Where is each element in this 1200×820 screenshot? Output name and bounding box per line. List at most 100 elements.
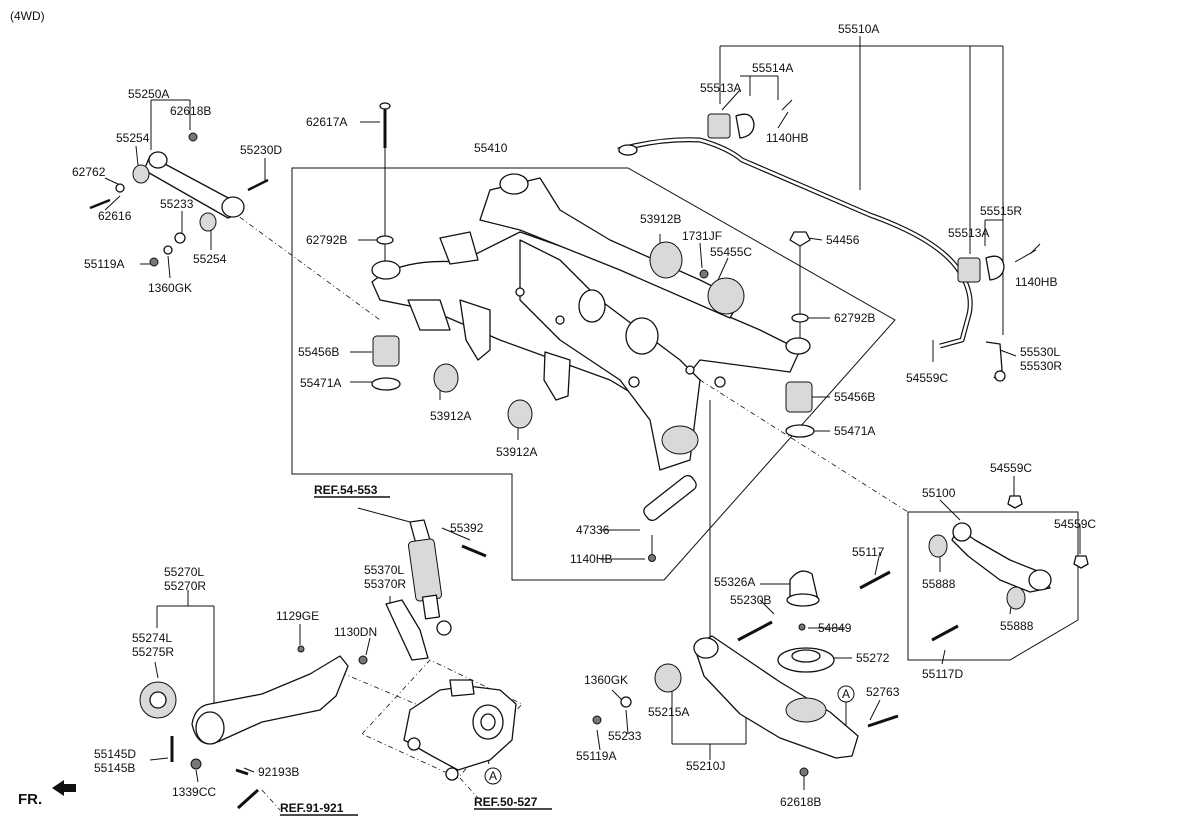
bushing-53912B — [649, 241, 683, 279]
label-54559C-right: 54559C — [906, 371, 948, 385]
bar-bracket-right — [985, 255, 1005, 281]
label-55215A: 55215A — [648, 705, 689, 719]
label-55326A: 55326A — [714, 575, 755, 589]
ref-50-527[interactable]: REF.50-527 — [474, 795, 538, 809]
ref-54-553[interactable]: REF.54-553 — [314, 483, 378, 497]
label-55514A: 55514A — [752, 61, 793, 75]
bushing-53912A-left — [433, 363, 459, 393]
label-55456B-left: 55456B — [298, 345, 339, 359]
lower-control-arm — [693, 635, 859, 759]
label-55230B: 55230B — [730, 593, 771, 607]
bar-bushing-right — [957, 257, 981, 283]
label-55456B-right: 55456B — [834, 390, 875, 404]
label-55275R: 55275R — [132, 645, 174, 659]
label-55513A-top: 55513A — [700, 81, 741, 95]
label-55254-mid: 55254 — [193, 252, 227, 266]
label-1140HB-bot: 1140HB — [570, 552, 612, 566]
label-55530L: 55530L — [1020, 345, 1060, 359]
bar-bushing-left — [707, 113, 731, 139]
knuckle — [403, 679, 517, 781]
shock-absorber — [407, 519, 452, 636]
label-92193B: 92193B — [258, 765, 299, 779]
lower-arm-group-outline — [907, 511, 1079, 661]
label-55515R: 55515R — [980, 204, 1022, 218]
label-1360GK-left: 1360GK — [148, 281, 192, 295]
label-47336: 47336 — [576, 523, 610, 537]
label-62792B-right: 62792B — [834, 311, 875, 325]
label-1140HB-right: 1140HB — [1015, 275, 1057, 289]
bushing-55455C — [707, 277, 745, 315]
label-55410: 55410 — [474, 141, 508, 155]
label-1129GE: 1129GE — [276, 609, 319, 623]
label-55370L: 55370L — [364, 563, 404, 577]
bar-end-eye — [618, 144, 638, 156]
label-55510A: 55510A — [838, 22, 879, 36]
label-55270R: 55270R — [164, 579, 206, 593]
bar-bracket-left — [735, 113, 755, 139]
label-62762: 62762 — [72, 165, 106, 179]
label-55230D: 55230D — [240, 143, 282, 157]
label-55100: 55100 — [922, 486, 956, 500]
label-55530R: 55530R — [1020, 359, 1062, 373]
label-53912A-left: 53912A — [430, 409, 471, 423]
bushing-55215A — [654, 663, 682, 693]
label-55117D: 55117D — [922, 667, 963, 681]
label-55119A-left: 55119A — [84, 257, 124, 271]
marker-a-knuckle — [484, 767, 502, 785]
mount-bushing-right — [785, 381, 813, 413]
label-1360GK-bot: 1360GK — [584, 673, 628, 687]
label-55210J: 55210J — [686, 759, 725, 773]
label-55270L: 55270L — [164, 565, 204, 579]
label-62792B-left: 62792B — [306, 233, 347, 247]
label-55274L: 55274L — [132, 631, 172, 645]
label-62618B-bot: 62618B — [780, 795, 821, 809]
label-52763: 52763 — [866, 685, 900, 699]
label-53912A-mid: 53912A — [496, 445, 537, 459]
leader-lines — [104, 36, 1081, 811]
label-55370R: 55370R — [364, 577, 406, 591]
label-55455C: 55455C — [710, 245, 752, 259]
label-55250A: 55250A — [128, 87, 169, 101]
label-54559C-far: 54559C — [1054, 517, 1096, 531]
ref-91-921[interactable]: REF.91-921 — [280, 801, 344, 815]
marker-a-lower-arm — [837, 685, 855, 703]
link-ball — [994, 370, 1006, 382]
front-arrow-icon — [52, 780, 76, 796]
shock-bracket — [385, 599, 429, 661]
label-55888-top: 55888 — [922, 577, 956, 591]
label-55513A-right: 55513A — [948, 226, 989, 240]
marker-a-lower-arm-text: A — [842, 687, 850, 701]
label-62617A: 62617A — [306, 115, 347, 129]
label-55471A-right: 55471A — [834, 424, 875, 438]
label-55233-bot: 55233 — [608, 729, 642, 743]
label-55119A-bot: 55119A — [576, 749, 616, 763]
mount-bushing-left — [372, 335, 400, 367]
label-54559C-mid: 54559C — [990, 461, 1032, 475]
label-55233-top: 55233 — [160, 197, 194, 211]
label-55145B: 55145B — [94, 761, 135, 775]
label-54456: 54456 — [826, 233, 860, 247]
label-55145D: 55145D — [94, 747, 136, 761]
bushing-53912A-mid — [507, 399, 533, 429]
label-55471A-left: 55471A — [300, 376, 341, 390]
label-1140HB-top: 1140HB — [766, 131, 808, 145]
label-55117: 55117 — [852, 545, 885, 559]
label-55272: 55272 — [856, 651, 890, 665]
label-55254-top: 55254 — [116, 131, 150, 145]
subframe-group-outline — [291, 167, 896, 581]
label-55392: 55392 — [450, 521, 484, 535]
label-1339CC: 1339CC — [172, 785, 216, 799]
label-1731JF: 1731JF — [682, 229, 722, 243]
front-direction-label: FR. — [18, 791, 42, 808]
marker-a-knuckle-text: A — [489, 769, 497, 783]
subframe-crossmember — [371, 173, 811, 471]
bracket-47336 — [643, 474, 697, 522]
variant-label: (4WD) — [10, 9, 45, 23]
label-62616: 62616 — [98, 209, 132, 223]
label-62618B-top: 62618B — [170, 104, 211, 118]
label-55888-bot: 55888 — [1000, 619, 1034, 633]
label-54849: 54849 — [818, 621, 852, 635]
label-53912B: 53912B — [640, 212, 681, 226]
